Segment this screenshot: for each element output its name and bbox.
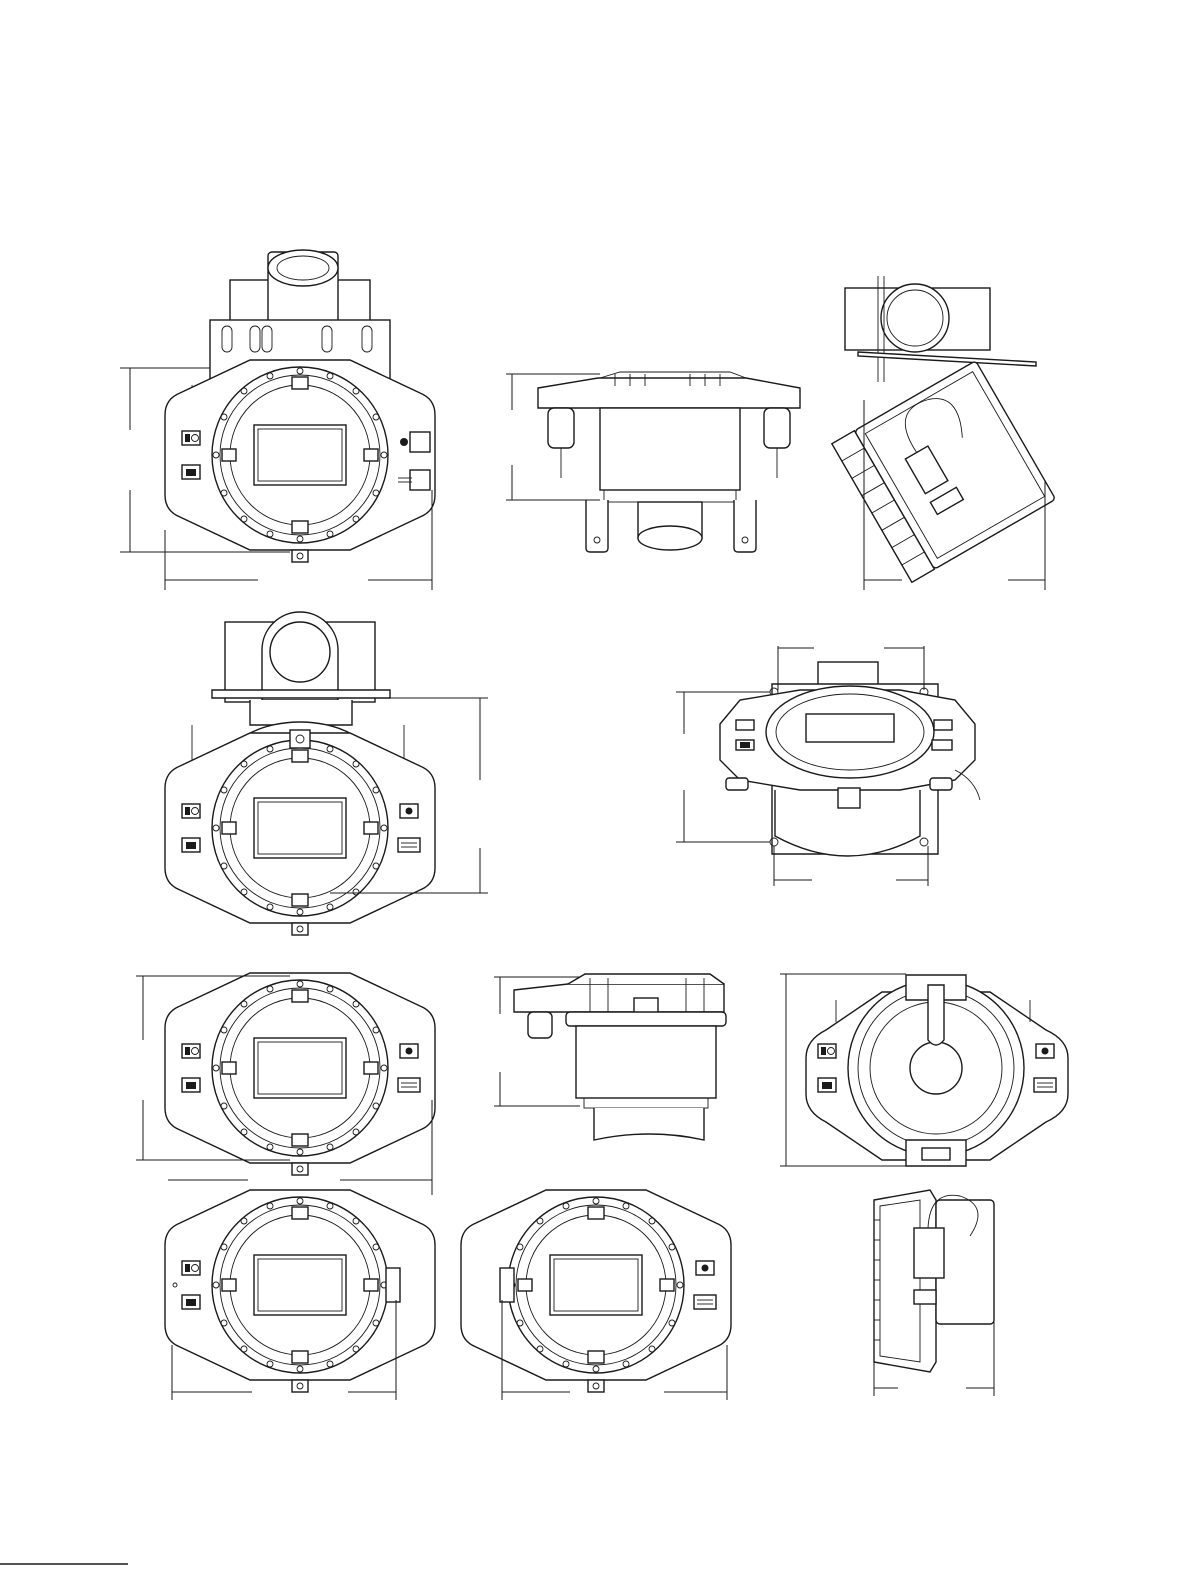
view-panel-mount-perspective [676, 646, 980, 886]
view-pipe-mount-side [506, 372, 800, 552]
view-housing-front-right-entry [461, 1190, 731, 1400]
view-housing-side-open [874, 1190, 994, 1396]
view-housing-front [136, 973, 435, 1195]
view-housing-front-left-entry [165, 1190, 435, 1400]
view-pipe-mount-angled [832, 276, 1056, 590]
view-pipe-mount-rear-perspective [165, 612, 488, 935]
view-housing-cover-removed [780, 974, 1068, 1166]
view-housing-side [494, 974, 726, 1140]
view-pipe-mount-front [120, 250, 435, 590]
